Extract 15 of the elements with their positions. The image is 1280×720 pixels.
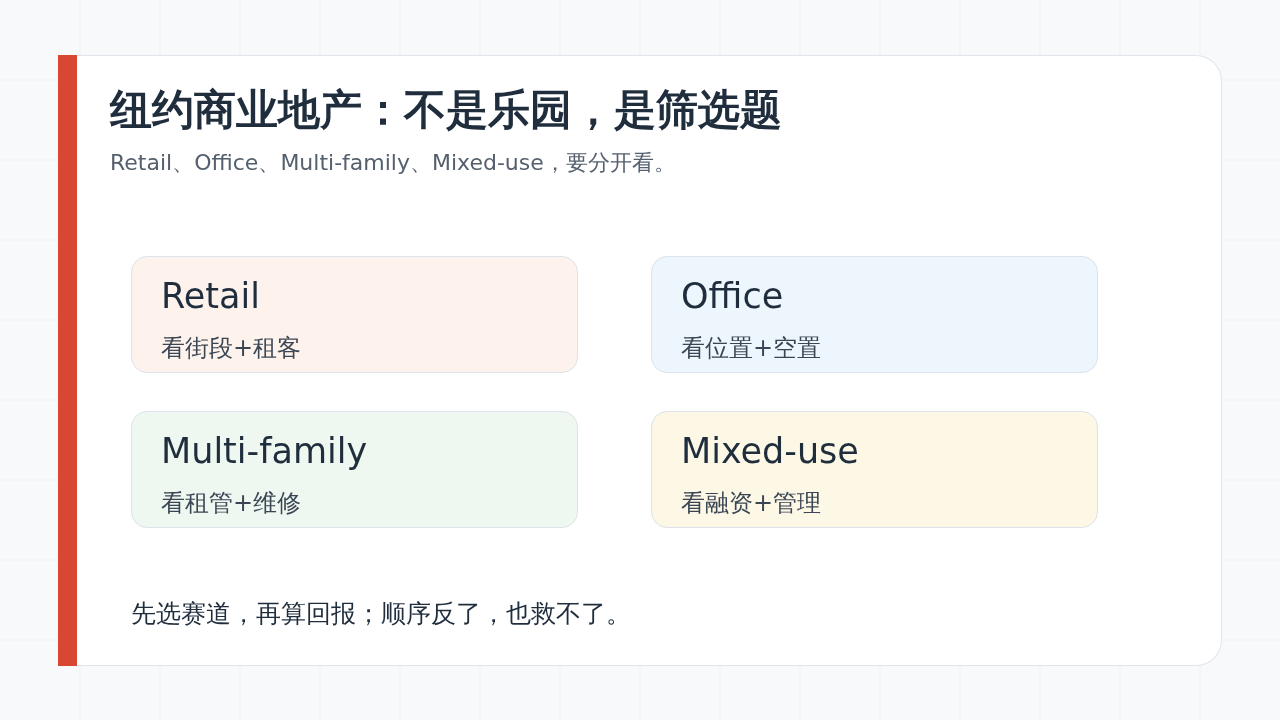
subtitle: Retail、Office、Multi-family、Mixed-use，要分开看。 (110, 149, 676, 177)
category-card (651, 411, 1098, 528)
title: 纽约商业地产：不是乐园，是筛选题 (110, 84, 782, 136)
category-card (651, 256, 1098, 373)
card-heading: Multi-family (161, 430, 368, 472)
category-card (131, 256, 578, 373)
card-heading: Mixed-use (681, 430, 859, 472)
card-heading: Office (681, 275, 784, 317)
card-text: 看街段+租客 (161, 333, 302, 363)
card-heading: Retail (161, 275, 260, 317)
footer-note: 先选赛道，再算回报；顺序反了，也救不了。 (131, 598, 631, 630)
card-text: 看位置+空置 (681, 333, 822, 363)
card-text: 看融资+管理 (681, 488, 822, 518)
category-card (131, 411, 578, 528)
card-text: 看租管+维修 (161, 488, 302, 518)
